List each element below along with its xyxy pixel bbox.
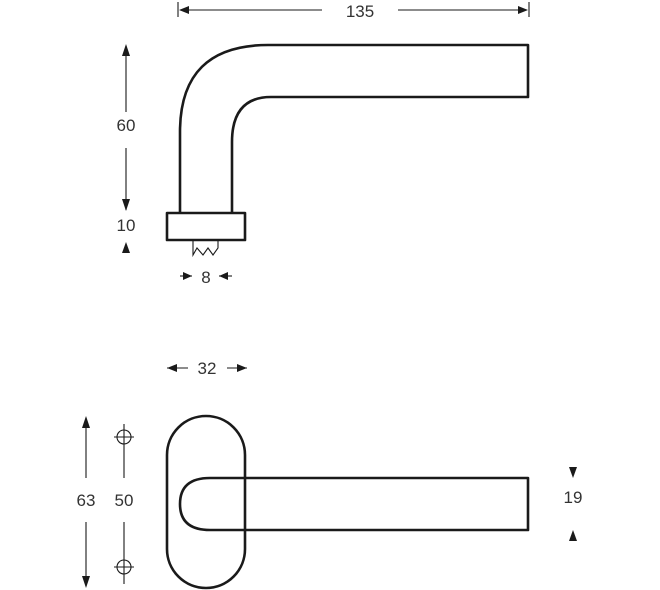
rose-front-outline [165, 414, 247, 590]
dimension-rose-height: 63 [77, 416, 96, 588]
lever-side-outline [178, 43, 530, 214]
dimension-overall-length: 135 [177, 2, 530, 21]
lever-front-outline [178, 476, 530, 532]
dimension-label-rose-height: 10 [117, 216, 136, 235]
dimension-rose-height: 10 [117, 216, 136, 253]
top-view: 135 60 10 8 [117, 2, 530, 287]
dimension-label-rose-width: 32 [198, 359, 217, 378]
front-view: 32 63 50 19 [77, 359, 583, 590]
spindle-symbol [192, 241, 219, 258]
dimension-label-rose-height: 63 [77, 491, 96, 510]
dimension-hole-spacing: 50 [114, 424, 134, 584]
dimension-lever-thickness: 19 [564, 467, 583, 541]
dimension-rose-width: 32 [167, 359, 247, 378]
dimension-label-lever-height: 60 [117, 116, 136, 135]
dimension-label-overall-length: 135 [346, 2, 374, 21]
dimension-lever-height: 60 [117, 44, 136, 211]
dimension-label-hole-spacing: 50 [115, 491, 134, 510]
dimension-label-spindle-size: 8 [201, 268, 210, 287]
dimension-spindle-size: 8 [180, 268, 232, 287]
rose-side-outline [165, 211, 247, 242]
dimension-label-lever-thickness: 19 [564, 488, 583, 507]
